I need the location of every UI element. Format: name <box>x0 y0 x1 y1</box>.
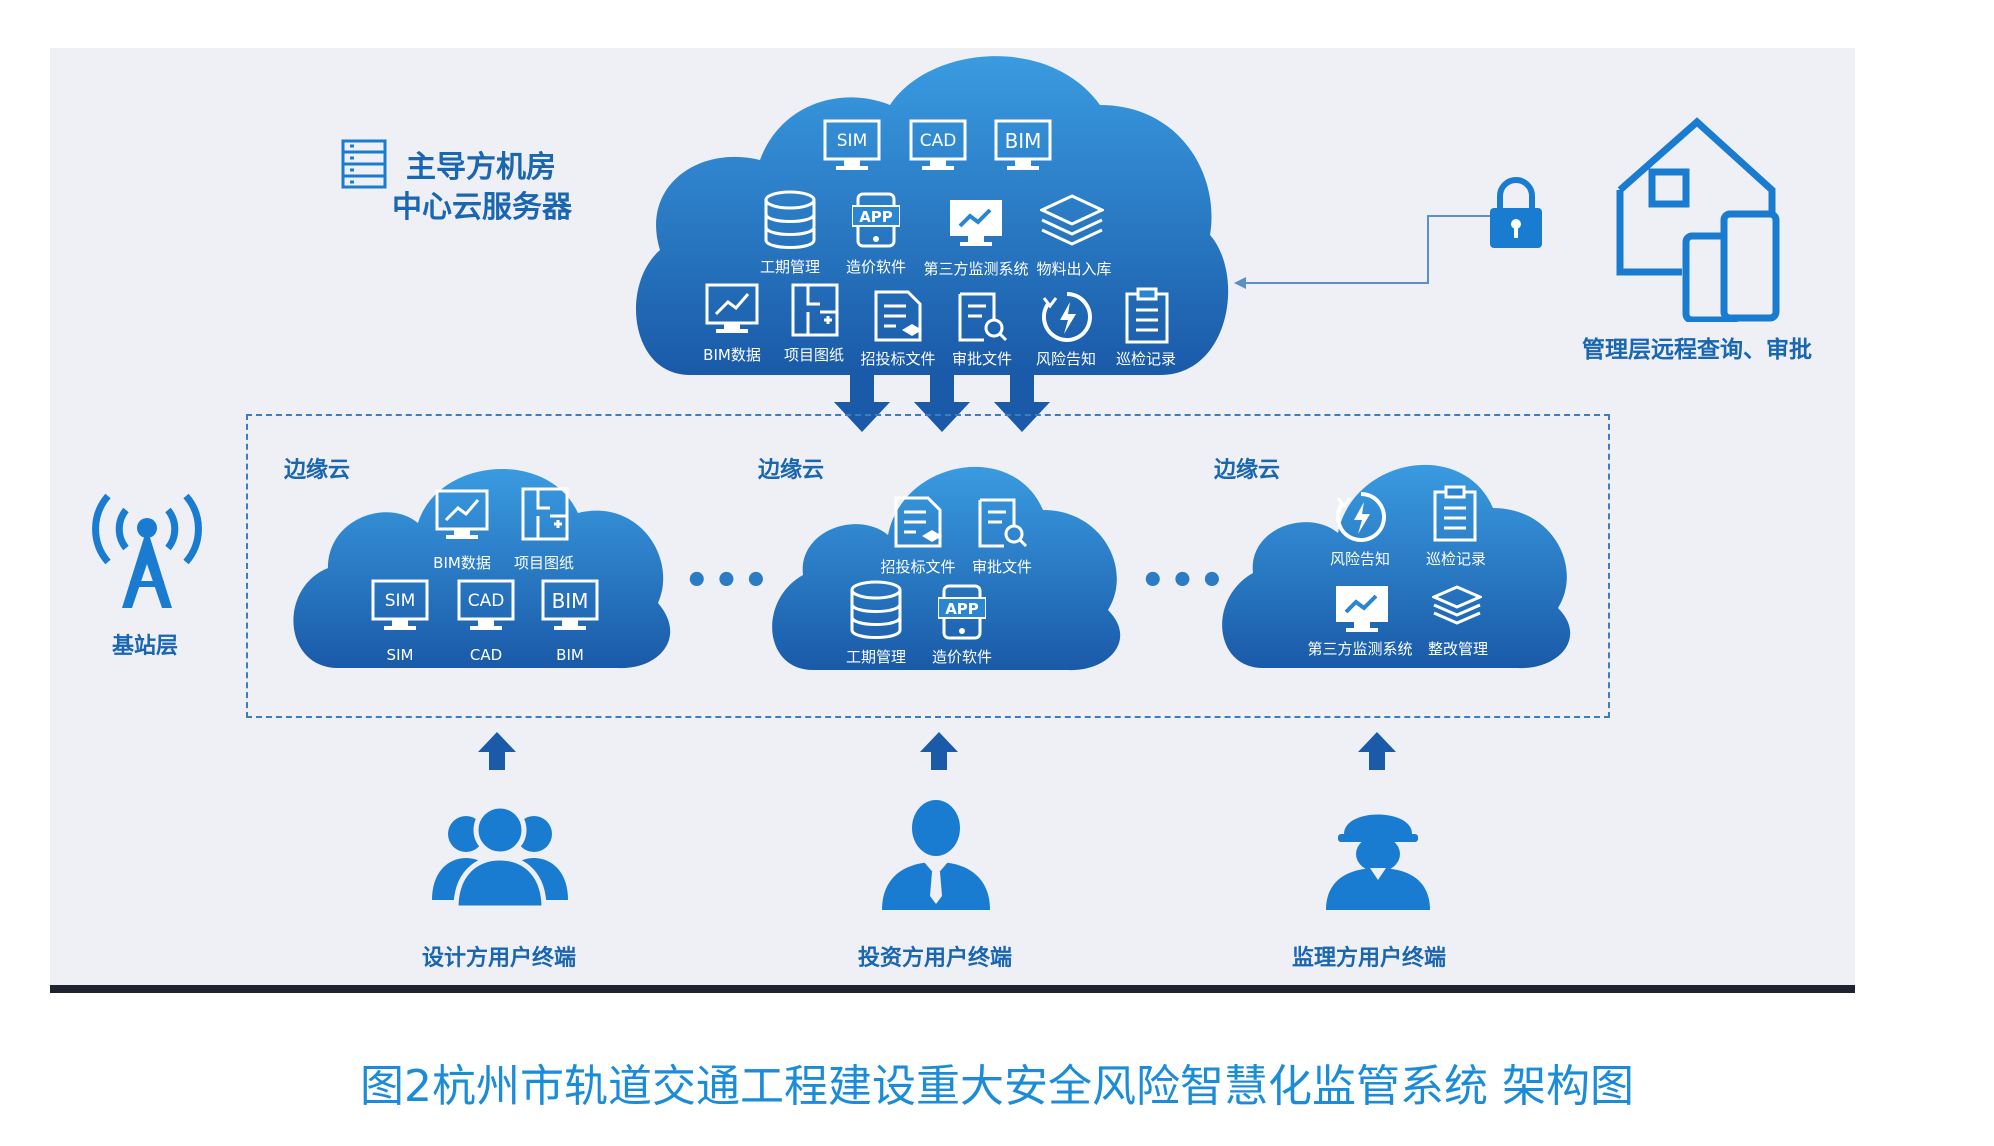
bim-monitor-icon <box>993 118 1053 178</box>
edge-cloud-1-title: 边缘云 <box>284 458 351 483</box>
approval-document-icon <box>956 290 1010 348</box>
management-connector <box>1234 215 1494 289</box>
edge1-cad-icon <box>456 578 516 638</box>
edge1-sim-text: SIM <box>384 591 416 611</box>
edge3-layers-icon <box>1430 584 1484 632</box>
center-bim-label: BIM <box>1004 129 1042 153</box>
ellipsis-1: ••• <box>684 558 773 604</box>
edge1-blueprint-icon <box>520 486 570 546</box>
supervisor-helmet-icon <box>1320 796 1436 916</box>
edge3-clipboard-icon <box>1432 484 1478 546</box>
edge3-inspection-label: 巡检记录 <box>1425 550 1487 568</box>
center-cost-label: 造价软件 <box>845 258 907 276</box>
edge3-risk-label: 风险告知 <box>1329 550 1391 568</box>
ellipsis-2: ••• <box>1140 558 1229 604</box>
edge2-approval-icon <box>976 496 1030 554</box>
center-cad-label: CAD <box>919 131 957 151</box>
center-approval-label: 审批文件 <box>951 350 1013 368</box>
edge2-app-phone-icon <box>937 584 987 644</box>
center-materials-label: 物料出入库 <box>1036 260 1112 278</box>
figure-caption: 图2杭州市轨道交通工程建设重大安全风险智慧化监管系统 架构图 <box>360 1061 1634 1112</box>
monitor-chart-icon <box>948 198 1004 252</box>
edge1-bim-data-icon <box>434 488 494 548</box>
app-phone-icon <box>851 192 901 252</box>
edge3-third-party-label: 第三方监测系统 <box>1307 640 1413 658</box>
center-sim-label: SIM <box>836 131 868 151</box>
blueprint-icon <box>790 282 840 342</box>
edge2-bid-label: 招投标文件 <box>880 558 956 576</box>
database-icon <box>762 190 818 254</box>
base-station-icon <box>82 488 212 622</box>
up-arrow-icon-1 <box>478 732 516 770</box>
edge3-risk-icon <box>1334 490 1388 548</box>
risk-notice-icon <box>1040 290 1094 348</box>
center-drawings-label: 项目图纸 <box>783 346 845 364</box>
edge1-drawings-label: 项目图纸 <box>513 554 575 572</box>
edge1-cad-text: CAD <box>467 591 505 611</box>
layers-icon <box>1038 192 1106 252</box>
center-title-line1: 主导方机房 <box>406 150 556 185</box>
center-title-line2: 中心云服务器 <box>392 190 572 225</box>
center-third-party-label: 第三方监测系统 <box>923 260 1029 278</box>
edge-cloud-2-title: 边缘云 <box>758 458 825 483</box>
edge1-bim-text: BIM <box>551 589 589 613</box>
lock-icon <box>1486 176 1546 256</box>
edge1-bim-label: BIM <box>556 646 584 664</box>
edge-cloud-2 <box>772 466 1121 671</box>
central-cloud <box>636 56 1229 375</box>
supervisor-terminal-label: 监理方用户终端 <box>1292 946 1447 971</box>
edge1-sim-label: SIM <box>386 646 414 664</box>
down-arrow-icons <box>834 374 1050 432</box>
inspection-clipboard-icon <box>1124 286 1170 348</box>
investor-terminal-label: 投资方用户终端 <box>858 946 1013 971</box>
edge3-rectification-label: 整改管理 <box>1427 640 1489 658</box>
bim-data-icon <box>704 282 764 342</box>
sim-monitor-icon <box>822 118 882 178</box>
base-station-label: 基站层 <box>112 634 179 659</box>
panel-bottom-bar <box>50 985 1855 993</box>
edge-cloud-3 <box>1222 464 1571 669</box>
edge1-bim-data-label: BIM数据 <box>433 554 491 572</box>
designer-group-icon <box>430 800 570 914</box>
up-arrow-icon-3 <box>1358 732 1396 770</box>
center-bim-data-label: BIM数据 <box>703 346 761 364</box>
edge2-approval-label: 审批文件 <box>971 558 1033 576</box>
edge2-cost-label: 造价软件 <box>931 648 993 666</box>
up-arrow-icon-2 <box>920 732 958 770</box>
center-schedule-label: 工期管理 <box>759 258 821 276</box>
edge3-monitor-chart-icon <box>1334 584 1390 638</box>
center-bid-label: 招投标文件 <box>860 350 936 368</box>
edge2-database-icon <box>848 580 904 644</box>
cad-monitor-icon <box>908 118 968 178</box>
edge1-cad-label: CAD <box>469 646 503 664</box>
house-devices-icon <box>1612 112 1782 326</box>
edge2-bid-document-icon <box>892 494 946 554</box>
edge2-schedule-label: 工期管理 <box>845 648 907 666</box>
center-app-text: APP <box>859 208 893 226</box>
designer-terminal-label: 设计方用户终端 <box>422 946 577 971</box>
edge-cloud-3-title: 边缘云 <box>1214 458 1281 483</box>
server-icon <box>340 138 388 194</box>
bid-document-icon <box>872 288 926 348</box>
edge1-sim-icon <box>370 578 430 638</box>
center-risk-label: 风险告知 <box>1035 350 1097 368</box>
edge1-bim-icon <box>540 578 600 638</box>
edge-layer-box <box>246 414 1610 718</box>
management-label: 管理层远程查询、审批 <box>1582 337 1812 363</box>
center-inspection-label: 巡检记录 <box>1115 350 1177 368</box>
edge2-app-text: APP <box>945 600 979 618</box>
investor-person-icon <box>876 796 996 916</box>
